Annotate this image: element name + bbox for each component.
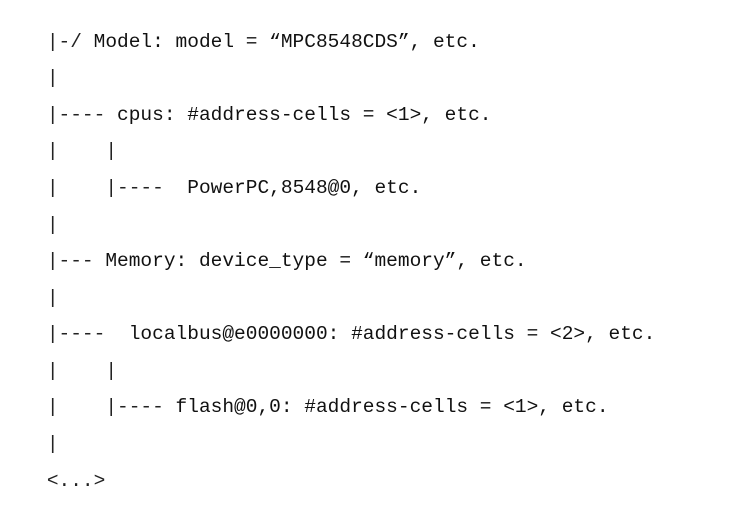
tree-node-localbus: localbus@e0000000: #address-cells = <2>,… xyxy=(128,323,656,345)
tree-node-cpus: cpus: #address-cells = <1>, etc. xyxy=(117,104,492,126)
tree-line-flash: | |---- flash@0,0: #address-cells = <1>,… xyxy=(0,362,609,418)
tree-node-memory: Memory: device_type = “memory”, etc. xyxy=(105,250,527,272)
tree-line-ellipsis: <...> xyxy=(0,436,106,492)
tree-connector: |-/ xyxy=(46,31,94,53)
tree-node-flash: flash@0,0: #address-cells = <1>, etc. xyxy=(175,396,609,418)
tree-line-spacer: | xyxy=(0,253,59,309)
tree-node-model: Model: model = “MPC8548CDS”, etc. xyxy=(93,31,480,53)
tree-connector: | xyxy=(46,214,59,236)
tree-line-memory: |--- Memory: device_type = “memory”, etc… xyxy=(0,216,527,272)
tree-node-powerpc: PowerPC,8548@0, etc. xyxy=(187,177,422,199)
tree-line-powerpc: | |---- PowerPC,8548@0, etc. xyxy=(0,143,421,199)
tree-connector: | xyxy=(46,287,59,309)
tree-ellipsis: <...> xyxy=(46,470,106,492)
tree-line-spacer: | xyxy=(0,33,59,89)
tree-line-spacer: | xyxy=(0,399,59,455)
tree-connector: | |---- xyxy=(46,177,188,199)
device-tree-listing: |-/ Model: model = “MPC8548CDS”, etc. | … xyxy=(0,0,656,492)
tree-connector: | |---- xyxy=(46,396,176,418)
tree-connector: | | xyxy=(46,360,118,382)
tree-connector: |--- xyxy=(46,250,106,272)
tree-connector: |---- xyxy=(46,104,118,126)
tree-connector: |---- xyxy=(46,323,129,345)
tree-connector: | xyxy=(46,433,59,455)
tree-connector: | xyxy=(46,67,59,89)
tree-connector: | | xyxy=(46,140,118,162)
tree-line-spacer: | xyxy=(0,180,59,236)
tree-line-cpus: |---- cpus: #address-cells = <1>, etc. xyxy=(0,70,492,126)
tree-line-model: |-/ Model: model = “MPC8548CDS”, etc. xyxy=(0,0,480,53)
tree-line-spacer: | | xyxy=(0,106,117,162)
tree-line-localbus: |---- localbus@e0000000: #address-cells … xyxy=(0,289,656,345)
tree-line-spacer: | | xyxy=(0,326,117,382)
